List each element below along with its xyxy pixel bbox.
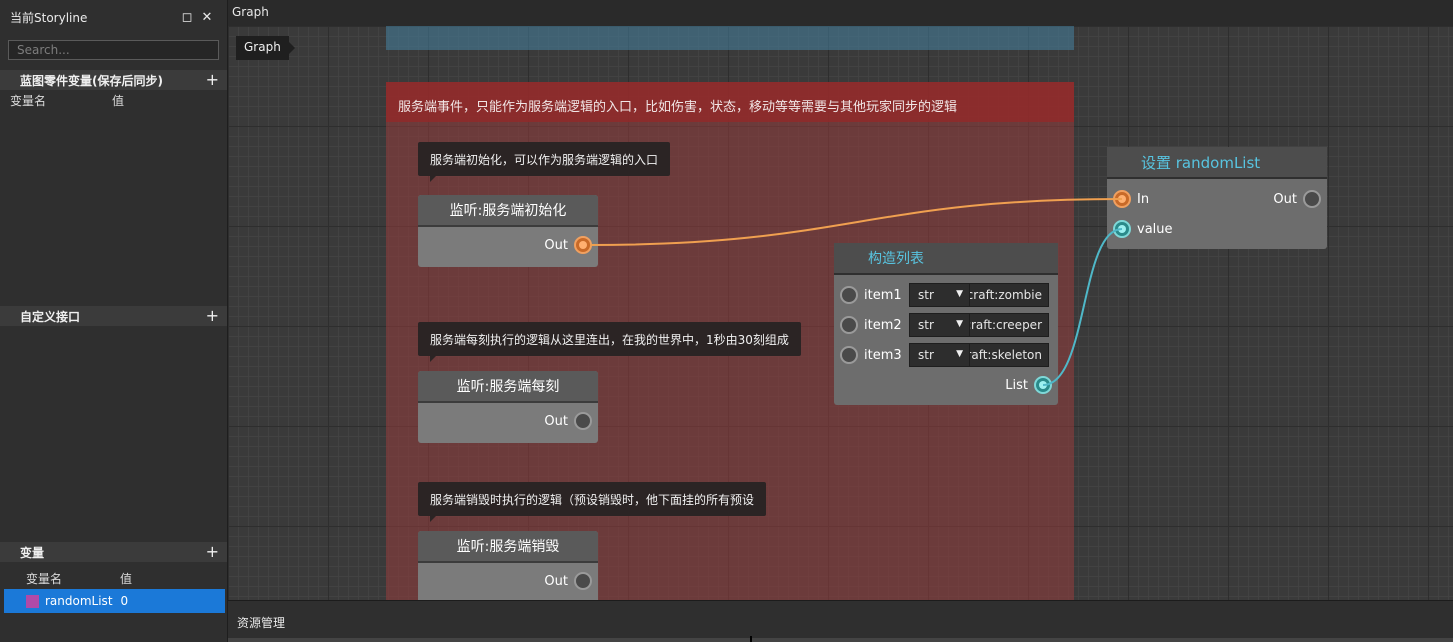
panel-titlebar: 当前Storyline ◻ ✕ — [0, 0, 227, 34]
out-label: Out — [1273, 192, 1297, 207]
item3-text-input[interactable]: minecraft:skeleton — [970, 348, 1042, 362]
item3-value-field[interactable]: str minecraft:skeleton — [909, 343, 1049, 367]
exec-out-port[interactable] — [574, 236, 592, 254]
value-in-port[interactable] — [1113, 220, 1131, 238]
node-title: 构造列表 — [834, 243, 1058, 275]
comment-server-init[interactable]: 服务端初始化，可以作为服务端逻辑的入口 — [418, 142, 671, 182]
column-name: 变量名 — [26, 572, 63, 586]
search-input[interactable]: Search... — [8, 40, 219, 60]
blueprint-vars-header[interactable]: 蓝图零件变量(保存后同步) + — [0, 70, 227, 90]
node-set-randomlist[interactable]: 设置 randomList In Out value — [1107, 147, 1327, 249]
graph-tag: Graph — [236, 36, 295, 60]
item1-text-input[interactable]: minecraft:zombie — [970, 288, 1042, 302]
item1-value-field[interactable]: str minecraft:zombie — [909, 283, 1049, 307]
item2-value-field[interactable]: str minecraft:creeper — [909, 313, 1049, 337]
variable-type-swatch — [26, 594, 39, 608]
graph-window-title: Graph — [228, 0, 1453, 26]
item3-type-select[interactable]: str — [910, 344, 970, 366]
item2-type-select[interactable]: str — [910, 314, 970, 336]
custom-interface-title: 自定义接口 — [20, 309, 81, 324]
comment-server-tick[interactable]: 服务端每刻执行的逻辑从这里连出，在我的世界中，1秒由30刻组成 — [418, 322, 801, 362]
column-value: 值 — [120, 572, 133, 586]
variable-name: randomList — [45, 594, 113, 608]
node-title: 监听:服务端每刻 — [418, 371, 598, 403]
variables-title: 变量 — [20, 545, 45, 560]
node-title: 监听:服务端销毁 — [418, 531, 598, 563]
exec-out-port[interactable] — [574, 572, 592, 590]
comment-server-destroy[interactable]: 服务端销毁时执行的逻辑（预设销毁时，他下面挂的所有预设 — [418, 482, 767, 522]
in-label: In — [1137, 192, 1150, 207]
item1-type-select[interactable]: str — [910, 284, 970, 306]
column-name: 变量名 — [10, 94, 47, 108]
exec-out-port[interactable] — [1303, 190, 1321, 208]
node-title: 监听:服务端初始化 — [418, 195, 598, 227]
add-blueprint-var-icon[interactable]: + — [205, 70, 219, 89]
custom-interface-header[interactable]: 自定义接口 + — [0, 306, 227, 326]
node-server-init[interactable]: 监听:服务端初始化 Out — [418, 195, 598, 267]
item2-label: item2 — [864, 318, 902, 333]
graph-canvas[interactable]: 服务端事件，只能作为服务端逻辑的入口，比如伤害，状态，移动等等需要与其他玩家同步… — [228, 26, 1453, 600]
node-title: 设置 randomList — [1107, 147, 1327, 179]
variables-columns: 变量名 值 — [26, 570, 132, 587]
variable-row-randomlist[interactable]: randomList 0 — [4, 589, 225, 613]
item3-label: item3 — [864, 348, 902, 363]
add-variable-icon[interactable]: + — [205, 542, 219, 561]
node-server-destroy[interactable]: 监听:服务端销毁 Out — [418, 531, 598, 600]
exec-in-port[interactable] — [1113, 190, 1131, 208]
exec-out-port[interactable] — [574, 412, 592, 430]
variables-header[interactable]: 变量 + — [0, 542, 227, 562]
variable-value: 0 — [120, 594, 129, 608]
item2-port[interactable] — [840, 316, 858, 334]
panel-title: 当前Storyline — [10, 10, 88, 25]
comment-group-blue[interactable] — [386, 26, 1074, 50]
item1-port[interactable] — [840, 286, 858, 304]
blueprint-vars-columns: 变量名 值 — [10, 92, 124, 109]
out-label: Out — [544, 238, 568, 253]
maximize-icon[interactable]: ◻ — [181, 9, 193, 25]
node-server-tick[interactable]: 监听:服务端每刻 Out — [418, 371, 598, 443]
asset-manager-title: 资源管理 — [237, 616, 286, 630]
item2-text-input[interactable]: minecraft:creeper — [970, 318, 1042, 332]
column-value: 值 — [112, 94, 125, 108]
value-label: value — [1137, 222, 1173, 237]
node-construct-list[interactable]: 构造列表 item1 str minecraft:zombie item2 st… — [834, 243, 1058, 405]
storyline-panel: 当前Storyline ◻ ✕ Search... 蓝图零件变量(保存后同步) … — [0, 0, 228, 642]
close-icon[interactable]: ✕ — [201, 9, 213, 25]
add-interface-icon[interactable]: + — [205, 306, 219, 325]
group-title[interactable]: 服务端事件，只能作为服务端逻辑的入口，比如伤害，状态，移动等等需要与其他玩家同步… — [386, 82, 1074, 122]
out-label: Out — [544, 414, 568, 429]
list-output-port[interactable] — [1034, 376, 1052, 394]
blueprint-vars-title: 蓝图零件变量(保存后同步) — [20, 73, 163, 88]
panel-scrollbar[interactable] — [228, 638, 1453, 642]
asset-manager-panel: 资源管理 — [228, 600, 1453, 642]
out-label: Out — [544, 574, 568, 589]
item1-label: item1 — [864, 288, 902, 303]
item3-port[interactable] — [840, 346, 858, 364]
list-output-label: List — [1005, 378, 1028, 393]
resize-handle[interactable] — [750, 636, 752, 642]
